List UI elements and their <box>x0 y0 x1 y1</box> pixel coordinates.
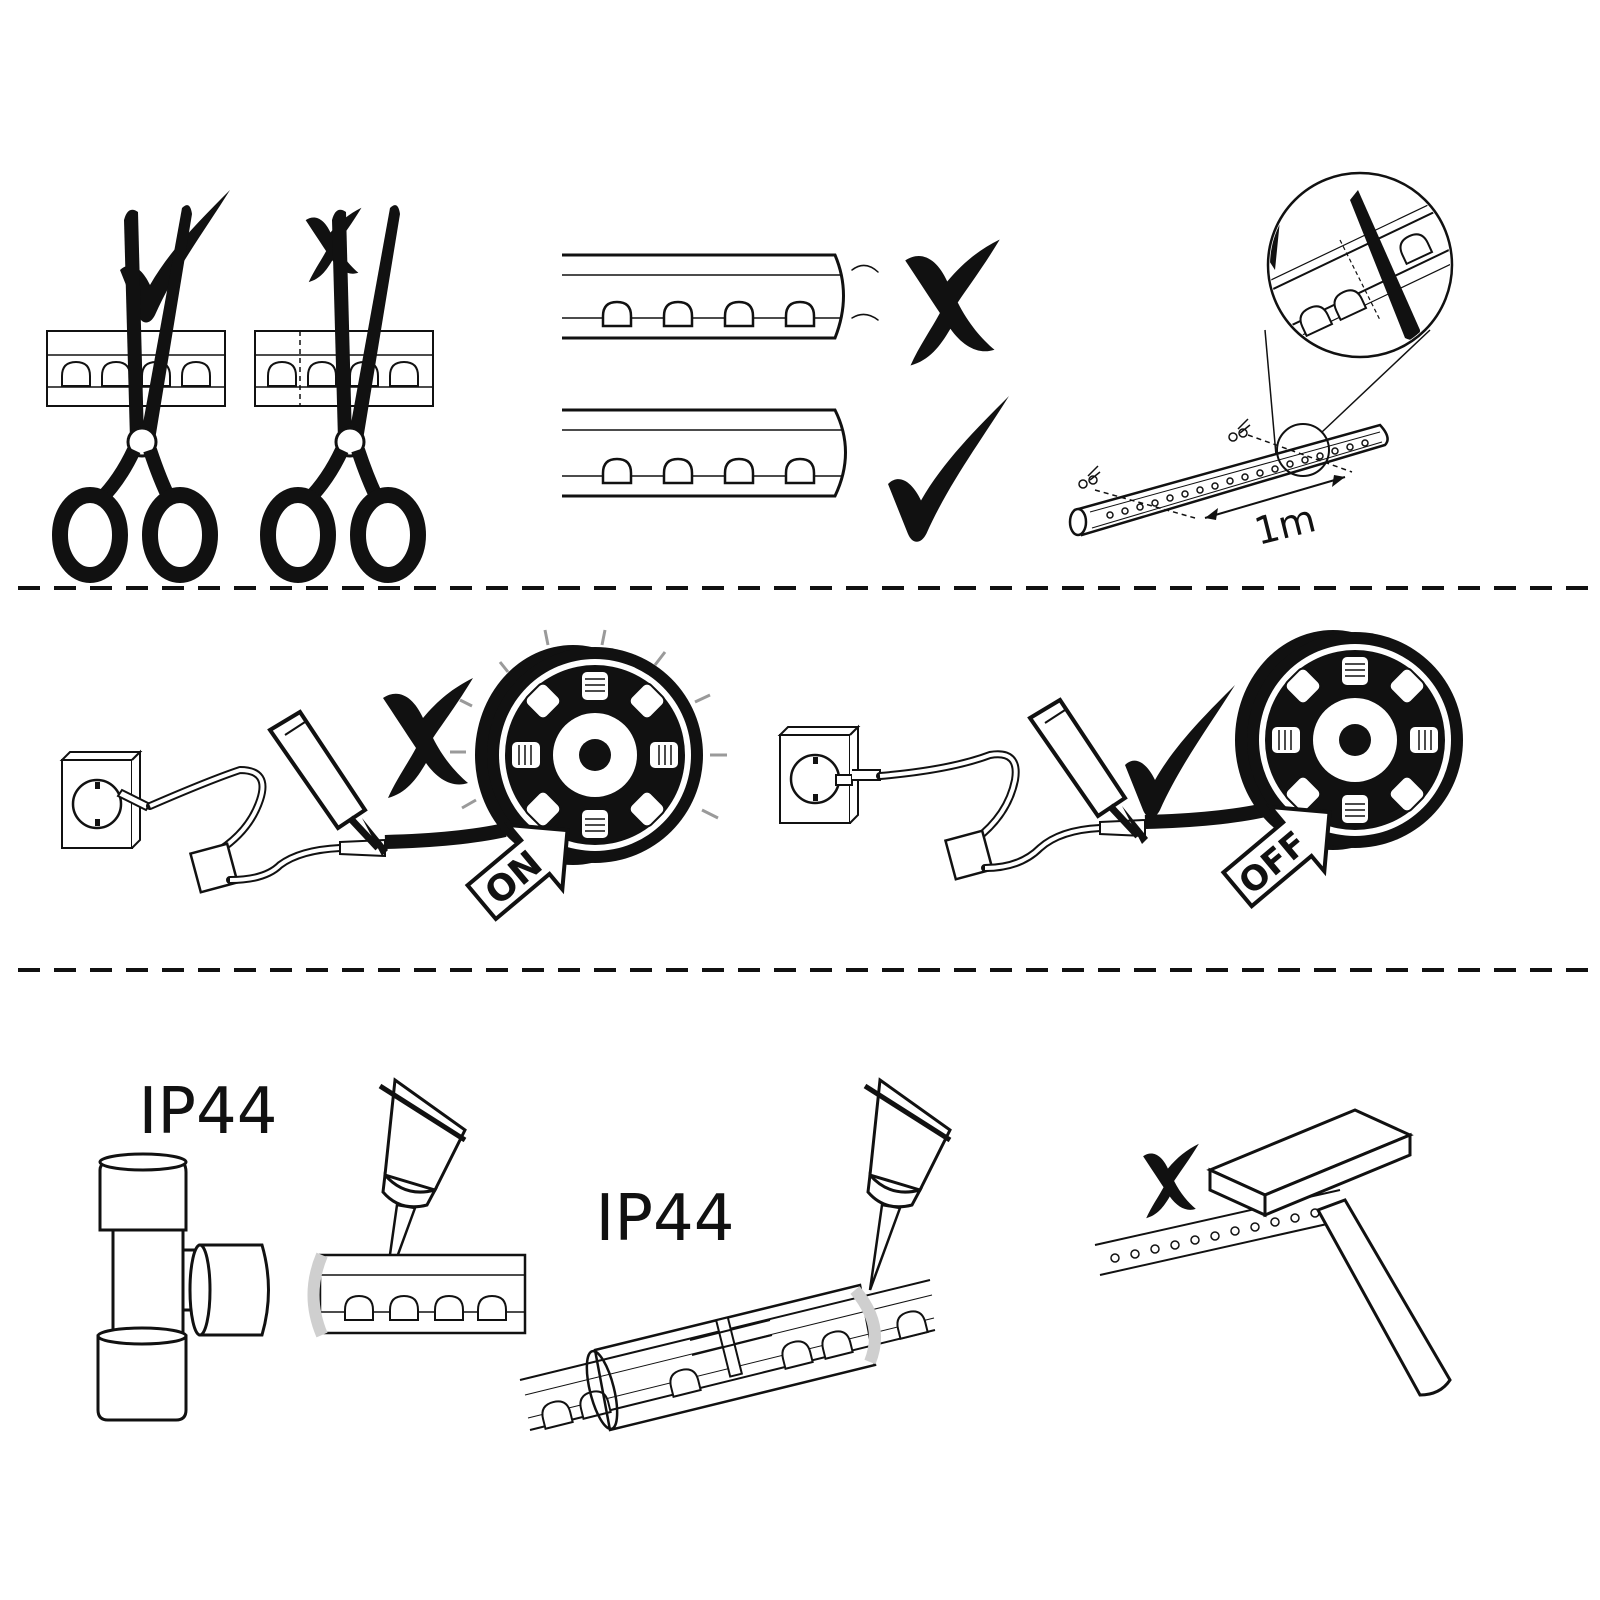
end-seal-panel <box>307 1080 527 1338</box>
cross-mark-icon <box>1143 1143 1199 1219</box>
strip-end <box>307 1252 527 1338</box>
ip-rating-label: IP44 <box>139 1075 278 1149</box>
incorrect-cut-panel <box>254 205 434 575</box>
reel-icon <box>1234 629 1464 851</box>
magnifier-callout <box>1264 171 1454 477</box>
unsealed-strip-end <box>562 253 879 340</box>
powered-off-panel: OFF <box>778 629 1464 909</box>
cross-mark-icon <box>905 239 1000 366</box>
row-sealing: IP44 <box>96 1075 1452 1432</box>
hammer-panel <box>1094 1108 1452 1397</box>
row-power-safety: ON OFF <box>60 629 1464 922</box>
t-connector-icon <box>96 1152 270 1422</box>
small-scissors-icon <box>1078 418 1251 489</box>
joined-strip <box>519 1279 936 1432</box>
screwdriver-icon <box>270 712 388 856</box>
cut-interval-panel: 1m <box>1068 171 1454 554</box>
t-connector-panel: IP44 <box>96 1075 278 1422</box>
row-cutting: 1m <box>46 171 1454 575</box>
ip-rating-label: IP44 <box>596 1182 735 1256</box>
sealed-strip-end <box>562 408 847 498</box>
check-mark-icon <box>888 396 1009 542</box>
glow-rays <box>450 629 727 820</box>
end-cap-panel <box>562 239 1009 542</box>
strip-on-surface <box>1094 1189 1346 1276</box>
powered-on-panel: ON <box>60 629 727 922</box>
hammer-icon <box>1206 1108 1452 1397</box>
reel-icon <box>474 644 704 866</box>
dimension-line <box>1204 475 1346 520</box>
correct-cut-panel <box>46 190 230 575</box>
joint-seal-panel: IP44 <box>519 1080 950 1432</box>
cross-mark-icon <box>383 678 473 798</box>
led-dots <box>1106 439 1369 519</box>
check-mark-icon <box>1125 685 1235 818</box>
glue-tube-icon <box>865 1080 950 1290</box>
length-label: 1m <box>1250 496 1320 553</box>
power-cable <box>835 750 1267 881</box>
